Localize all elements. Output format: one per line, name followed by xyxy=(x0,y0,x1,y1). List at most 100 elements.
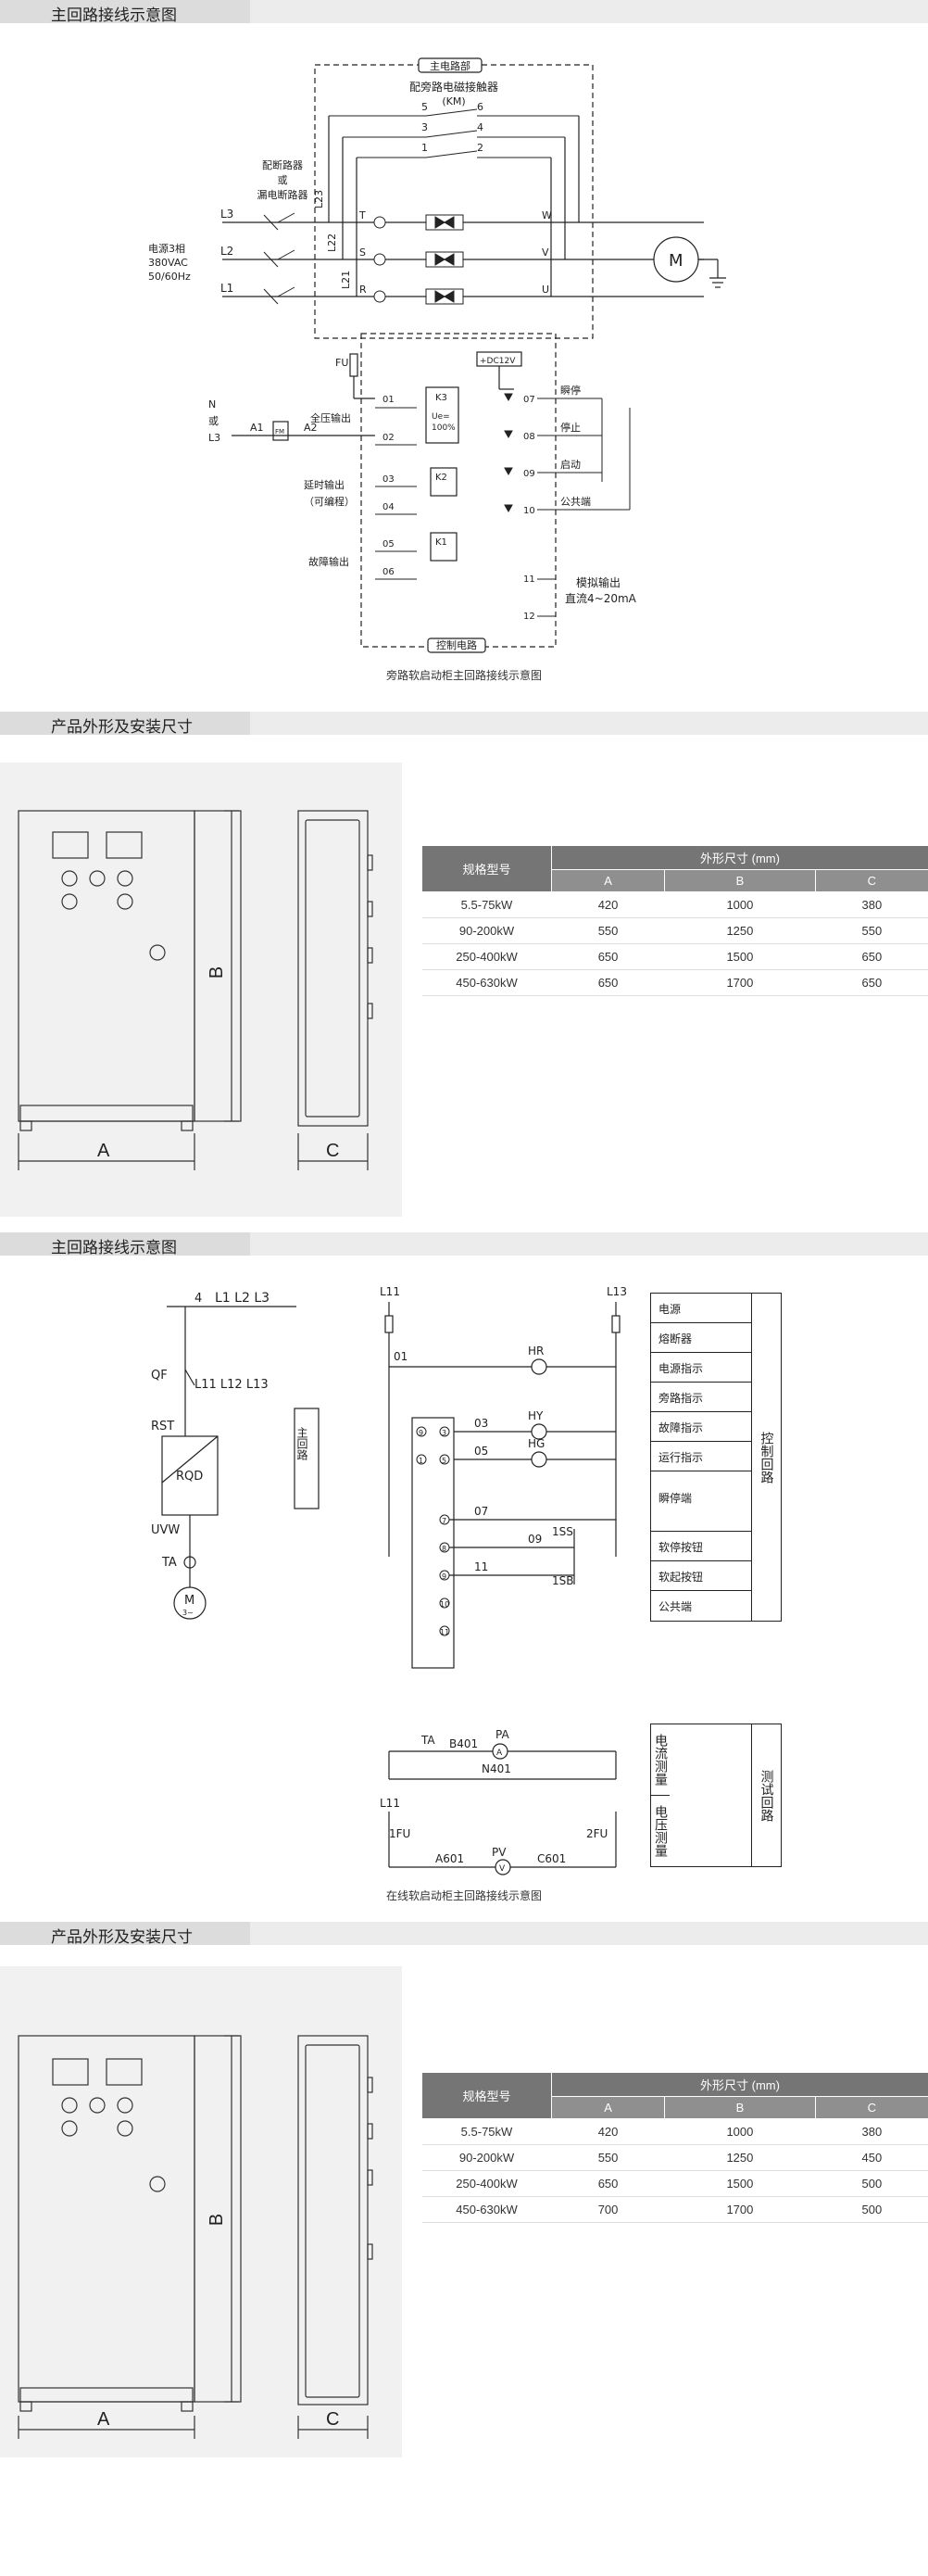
input-terminal: S xyxy=(359,246,366,259)
cell: 380 xyxy=(815,891,928,918)
motor-label: M xyxy=(184,1594,194,1608)
terminal: 08 xyxy=(523,432,535,442)
test-loop-label: 测试回路 xyxy=(752,1724,782,1867)
cabinet-drawing-panel-2: A B C xyxy=(0,1966,402,2457)
contact-num: 4 xyxy=(477,121,483,133)
node-03: 03 xyxy=(474,1417,488,1430)
power-label: 380VAC xyxy=(148,257,188,269)
list-item: 软起按钮 xyxy=(651,1561,751,1591)
test-loop-table: 电流测量 电压测量 xyxy=(650,1724,752,1867)
relay-label: K3 xyxy=(435,393,447,403)
header-model: 规格型号 xyxy=(421,845,552,892)
term-num: 10 xyxy=(440,1600,449,1609)
terminal: 05 xyxy=(382,539,395,549)
breaker-label: 配断路器 xyxy=(262,158,303,171)
programmable-label: （可编程） xyxy=(304,495,355,508)
ss-label: 1SS xyxy=(552,1525,573,1538)
col-c: C xyxy=(814,869,928,892)
term-num: 7 xyxy=(442,1517,446,1525)
cell: 450-630kW xyxy=(421,969,552,996)
contact-num: 3 xyxy=(421,121,428,133)
input-terminal: R xyxy=(359,284,367,296)
cell: 250-400kW xyxy=(421,2170,552,2197)
terminal: 10 xyxy=(523,506,535,516)
pv-label: PV xyxy=(492,1846,507,1859)
cell: 500 xyxy=(815,2170,928,2197)
switch-label: 停止 xyxy=(560,421,581,434)
cell: 250-400kW xyxy=(421,943,552,970)
section-header-bypass: 主回路接线示意图 xyxy=(0,0,928,25)
header-dims: 外形尺寸 (mm) xyxy=(551,845,928,870)
n-label: N xyxy=(208,398,216,410)
cell: 420 xyxy=(551,891,665,918)
cell: 650 xyxy=(551,969,665,996)
fm-label: FM xyxy=(275,428,284,436)
list-item: 运行指示 xyxy=(651,1442,751,1471)
list-item: 旁路指示 xyxy=(651,1383,751,1412)
c601-label: C601 xyxy=(537,1852,566,1865)
control-circuit-box xyxy=(360,333,557,648)
cell: 5.5-75kW xyxy=(421,2118,552,2145)
col-b: B xyxy=(664,2096,816,2119)
cell: 1700 xyxy=(664,2196,816,2223)
cell: 1250 xyxy=(664,2144,816,2171)
fu1-label: 1FU xyxy=(389,1827,410,1840)
terminal: 06 xyxy=(382,567,395,577)
n401-label: N401 xyxy=(482,1762,511,1775)
list-item: 电流测量 xyxy=(651,1724,670,1796)
cell: 500 xyxy=(815,2196,928,2223)
terminal: 03 xyxy=(382,474,395,485)
section-title: 主回路接线示意图 xyxy=(51,1239,177,1257)
dim-a-label: A xyxy=(97,1141,110,1161)
pa-label: PA xyxy=(495,1728,509,1741)
switch-label: 启动 xyxy=(560,459,581,471)
node-07: 07 xyxy=(474,1505,488,1518)
sub-bus-label: L11 L12 L13 xyxy=(194,1378,269,1392)
b401-label: B401 xyxy=(449,1737,478,1750)
bypass-wiring-diagram: 主电路部 配旁路电磁接触器 (KM) 5 6 3 4 1 2 L23 L22 L… xyxy=(148,57,726,682)
motor-phase: 3~ xyxy=(182,1609,194,1617)
node-11: 11 xyxy=(474,1560,488,1573)
cell: 450 xyxy=(815,2144,928,2171)
cell: 650 xyxy=(551,943,665,970)
section-title: 主回路接线示意图 xyxy=(51,6,177,25)
list-item: 电压测量 xyxy=(653,1805,668,1857)
fu-label: FU xyxy=(335,357,348,369)
ue-label: Ue= xyxy=(432,412,450,422)
switch-label: 瞬停 xyxy=(560,384,581,397)
dim-b-label: B xyxy=(207,2213,228,2227)
terminal: 11 xyxy=(523,575,535,585)
list-item: 电源 xyxy=(651,1294,751,1323)
section-header-dims-1: 产品外形及安装尺寸 xyxy=(0,712,928,737)
relay-label: K1 xyxy=(435,537,447,548)
terminal: 02 xyxy=(382,433,395,443)
cell: 1500 xyxy=(664,943,816,970)
qf-label: QF xyxy=(151,1369,168,1383)
hg-label: HG xyxy=(528,1437,545,1450)
breaker-label: 漏电断路器 xyxy=(257,188,308,201)
a1-label: A1 xyxy=(250,422,264,434)
cell: 1250 xyxy=(664,917,816,944)
meas-l11: L11 xyxy=(380,1797,400,1810)
cabinet-drawing-panel: A B C xyxy=(0,763,402,1217)
input-terminal: T xyxy=(358,209,366,221)
full-voltage-label: 全压输出 xyxy=(310,411,351,424)
cell: 420 xyxy=(551,2118,665,2145)
contact-num: 6 xyxy=(477,101,483,113)
list-item: 电源指示 xyxy=(651,1353,751,1383)
term-num: 3 xyxy=(442,1429,446,1437)
l-label: L23 xyxy=(313,190,325,208)
v-symbol: V xyxy=(499,1864,506,1874)
term-num: 8 xyxy=(442,1545,446,1553)
phase-label: L2 xyxy=(220,245,233,258)
dc-label: +DC12V xyxy=(480,357,516,366)
dim-b-label: B xyxy=(207,966,228,979)
term-num: 9 xyxy=(442,1572,446,1581)
output-terminal: U xyxy=(542,284,549,296)
section-header-dims-2: 产品外形及安装尺寸 xyxy=(0,1922,928,1947)
cell: 550 xyxy=(551,917,665,944)
